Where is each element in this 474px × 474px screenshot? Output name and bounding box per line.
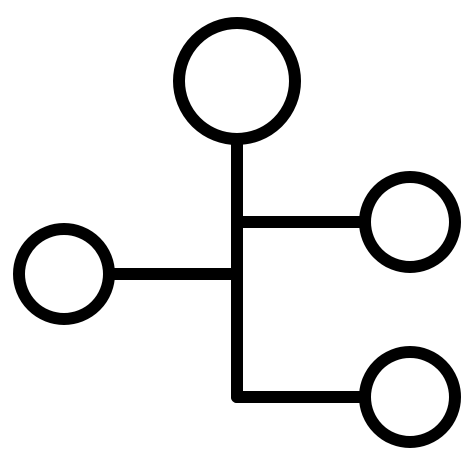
upper-right-node-circle — [359, 171, 461, 273]
lower-right-node-circle — [359, 346, 461, 448]
left-node-circle — [13, 223, 115, 325]
top-node-circle — [173, 17, 301, 145]
